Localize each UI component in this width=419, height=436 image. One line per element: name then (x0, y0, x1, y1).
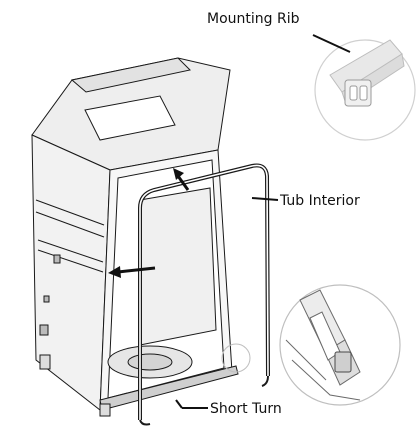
corner-highlight-circle (221, 343, 251, 373)
mounting-rib-label: Mounting Rib (207, 11, 300, 27)
tub-interior-label: Tub Interior (280, 193, 360, 209)
leader-lines (175, 34, 351, 409)
mounting-rib-detail (314, 39, 416, 141)
gasket-loop (138, 163, 270, 426)
short-turn-detail (279, 284, 401, 406)
tub-body (31, 57, 239, 417)
arrow-up (173, 168, 190, 191)
short-turn-label: Short Turn (210, 401, 282, 417)
arrow-left (108, 266, 156, 278)
